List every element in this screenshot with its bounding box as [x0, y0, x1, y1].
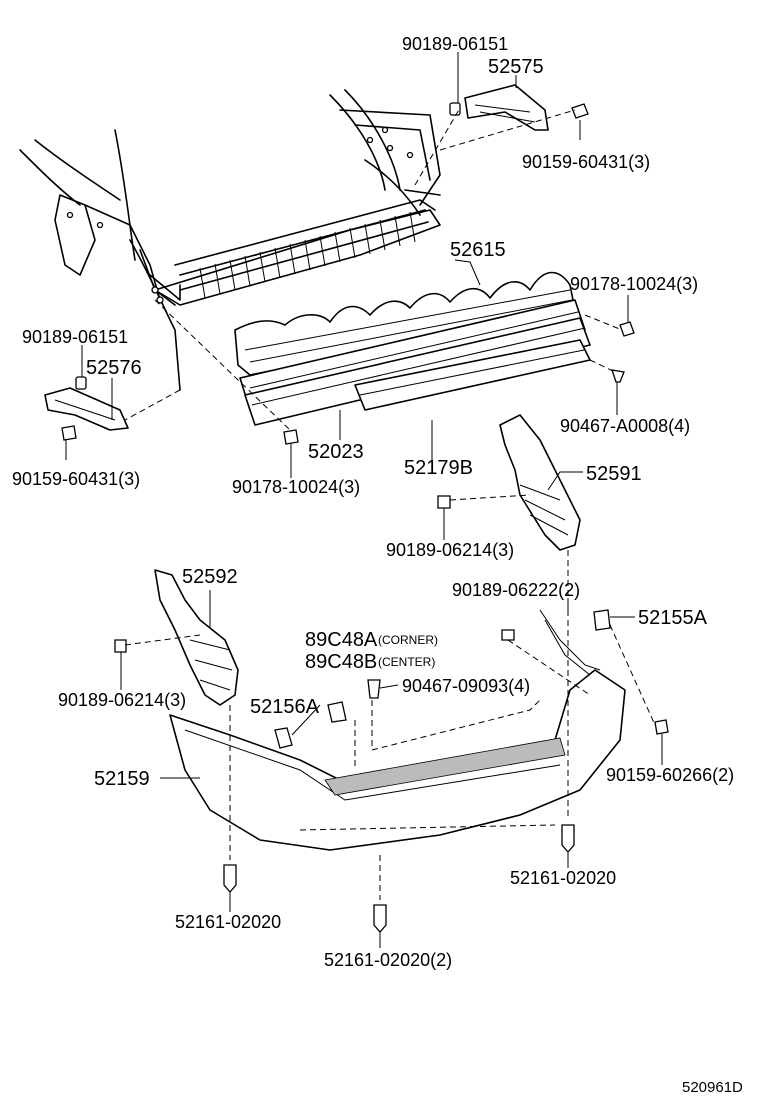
- bolt-90159-60431-left: [61, 425, 77, 441]
- clip-52161-right: [561, 824, 575, 853]
- label-90159-60431-left: 90159-60431(3): [12, 469, 140, 489]
- label-52615: 52615: [450, 239, 506, 261]
- retainer-89C48: [327, 701, 347, 723]
- label-90159-60266: 90159-60266(2): [606, 765, 734, 785]
- bumper-cover-52159: [169, 609, 626, 851]
- nut-90178-10024-bottom: [283, 429, 299, 445]
- leader-lines: [65, 52, 663, 948]
- label-90178-10024-bottom: 90178-10024(3): [232, 477, 360, 497]
- label-52591: 52591: [586, 463, 642, 485]
- label-90189-06151-top: 90189-06151: [402, 34, 508, 54]
- clip-52161-left: [223, 864, 237, 893]
- label-89C48B-note: (CENTER): [378, 655, 435, 669]
- label-90189-06214-right: 90189-06214(3): [386, 540, 514, 560]
- reinforcement-52023: [239, 299, 591, 426]
- panel-bolts: [66, 126, 414, 304]
- clip-90467-A0008: [611, 369, 625, 383]
- label-89C48B: 89C48B: [305, 651, 377, 673]
- label-52576: 52576: [86, 357, 142, 379]
- label-52161-02020-left: 52161-02020: [175, 912, 281, 932]
- vehicle-body: [19, 89, 441, 391]
- clip-90467-09093: [367, 679, 381, 699]
- nut-90189-06151-top: [449, 102, 461, 116]
- label-90189-06214-left: 90189-06214(3): [58, 690, 186, 710]
- label-90189-06222: 90189-06222(2): [452, 580, 580, 600]
- screw-90189-06214-right: [437, 495, 451, 509]
- bracket-52575: [464, 84, 549, 131]
- label-52575: 52575: [488, 56, 544, 78]
- bracket-52592: [154, 569, 239, 706]
- panel-ribs: [199, 211, 416, 299]
- label-52156A: 52156A: [250, 696, 320, 718]
- label-52161-02020-right: 52161-02020: [510, 868, 616, 888]
- label-52155A: 52155A: [638, 607, 708, 629]
- nut-90189-06151-left: [75, 376, 87, 390]
- label-89C48A-note: (CORNER): [378, 633, 438, 647]
- label-89C48A: 89C48A: [305, 629, 378, 651]
- label-52159: 52159: [94, 768, 150, 790]
- label-52592: 52592: [182, 566, 238, 588]
- clip-52161-center: [373, 904, 387, 933]
- label-90189-06151-left: 90189-06151: [22, 327, 128, 347]
- label-90467-A0008: 90467-A0008(4): [560, 416, 690, 436]
- label-90178-10024-right: 90178-10024(3): [570, 274, 698, 294]
- label-52023: 52023: [308, 441, 364, 463]
- absorber-52615: [234, 271, 576, 376]
- screw-90189-06222: [501, 629, 515, 641]
- retainer-52155A: [593, 609, 611, 631]
- bracket-52591: [499, 414, 581, 551]
- screw-90159-60266: [654, 719, 669, 735]
- label-52161-02020-center: 52161-02020(2): [324, 950, 452, 970]
- screw-90189-06214-left: [114, 639, 127, 653]
- label-52179B: 52179B: [404, 457, 473, 479]
- label-90159-60431-top: 90159-60431(3): [522, 152, 650, 172]
- bracket-52576: [44, 387, 129, 431]
- label-90467-09093: 90467-09093(4): [402, 676, 530, 696]
- diagram-id: 520961D: [682, 1079, 743, 1096]
- bolt-90159-60431-top: [571, 103, 589, 119]
- nut-90178-10024-right: [619, 321, 635, 337]
- assembly-lines: [124, 107, 656, 900]
- retainer-52156A: [274, 727, 293, 749]
